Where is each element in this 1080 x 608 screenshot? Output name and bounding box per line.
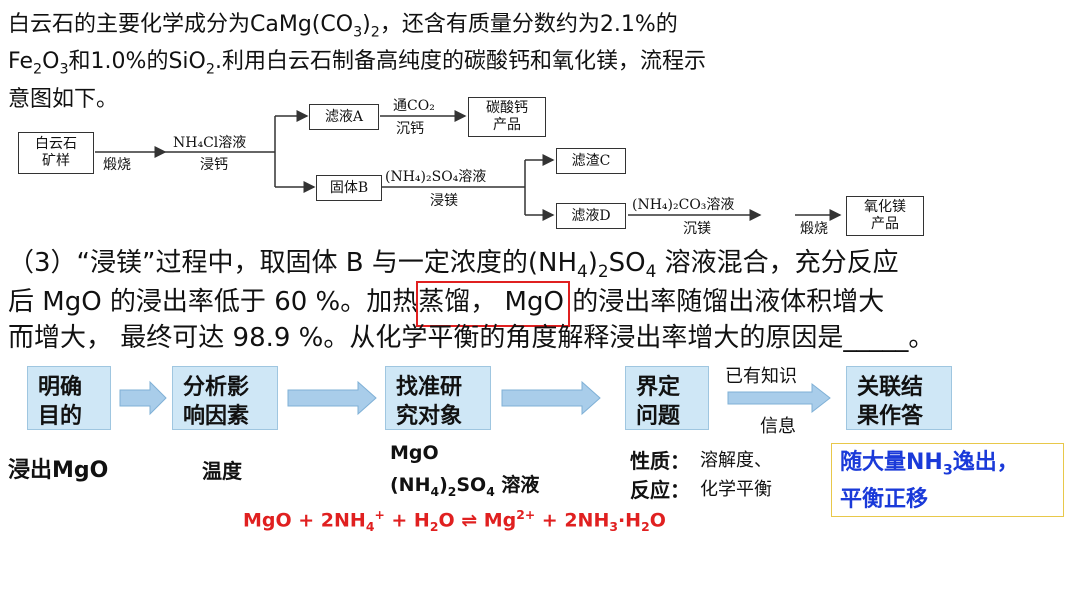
ore-line-1: 白云石 xyxy=(35,136,77,152)
arrow-1-icon xyxy=(119,380,167,416)
mgo-product-box: 氧化镁产品 xyxy=(846,196,924,236)
solid-b-box: 固体B xyxy=(316,175,382,201)
step-answer-l1: 关联结 xyxy=(857,375,924,400)
precip-ca-label: 沉钙 xyxy=(396,121,424,137)
intro-paragraph: 白云石的主要化学成分为CaMg(CO3)2，还含有质量分数约为2.1%的 Fe2… xyxy=(8,10,706,114)
highlight-box xyxy=(416,281,570,327)
answer-line-2: 平衡正移 xyxy=(840,487,929,513)
step-factors-l2: 响因素 xyxy=(183,404,250,429)
intro-line-1: 白云石的主要化学成分为CaMg(CO3)2，还含有质量分数约为2.1%的 xyxy=(8,12,678,41)
step-answer: 关联结果作答 xyxy=(846,366,952,430)
filtrate-d-box: 滤液D xyxy=(556,203,626,229)
mgo-line-2: 产品 xyxy=(871,216,899,232)
caco3-product-box: 碳酸钙产品 xyxy=(468,97,546,137)
purpose-label: 浸出MgO xyxy=(8,458,109,483)
object-label-2: (NH4)2SO4 溶液 xyxy=(390,474,540,499)
step-object-l2: 究对象 xyxy=(396,404,463,429)
calcine-label: 煅烧 xyxy=(103,157,131,173)
answer-box: 随大量NH3逸出， 平衡正移 xyxy=(831,443,1064,517)
highlight-text: 加热蒸馏， xyxy=(366,287,497,317)
intro-line-3: 意图如下。 xyxy=(8,86,119,112)
nh4co3-label: (NH₄)₂CO₃溶液 xyxy=(632,197,735,213)
co2-label: 通CO₂ xyxy=(393,98,435,114)
step-define-l2: 问题 xyxy=(636,404,681,429)
step-object-l1: 找准研 xyxy=(396,375,463,400)
reaction-value: 化学平衡 xyxy=(700,479,772,500)
step-define-l1: 界定 xyxy=(636,375,681,400)
reaction-key: 反应： xyxy=(630,478,690,502)
arrow-3-icon xyxy=(501,380,601,416)
leach-mg-label: 浸镁 xyxy=(430,193,458,209)
intro-line-2: Fe2O3和1.0%的SiO2.利用白云石制备高纯度的碳酸钙和氧化镁，流程示 xyxy=(8,49,706,78)
factor-label: 温度 xyxy=(202,459,242,483)
arrow-4-icon xyxy=(727,382,831,414)
step-factors: 分析影响因素 xyxy=(172,366,278,430)
step-define: 界定问题 xyxy=(625,366,709,430)
flow-arrows xyxy=(95,110,842,221)
ore-sample-box: 白云石矿样 xyxy=(18,132,94,174)
step-purpose-l2: 目的 xyxy=(38,404,83,429)
property-value: 溶解度、 xyxy=(700,450,772,471)
mgo-line-1: 氧化镁 xyxy=(864,199,906,215)
calcine2-label: 煅烧 xyxy=(800,221,828,237)
caco3-line-2: 产品 xyxy=(493,117,521,133)
object-label-1: MgO xyxy=(390,442,439,464)
residue-c-box: 滤渣C xyxy=(556,148,626,174)
step-factors-l1: 分析影 xyxy=(183,375,250,400)
info-note: 信息 xyxy=(760,416,796,437)
step-purpose-l1: 明确 xyxy=(38,375,83,400)
question-line-1: （3）“浸镁”过程中，取固体 B 与一定浓度的(NH4)2SO4 溶液混合，充分… xyxy=(8,248,899,282)
filtrate-a-box: 滤液A xyxy=(309,104,379,130)
caco3-line-1: 碳酸钙 xyxy=(486,100,528,116)
step-object: 找准研究对象 xyxy=(385,366,491,430)
arrow-2-icon xyxy=(287,380,377,416)
nh4so4-label: (NH₄)₂SO₄溶液 xyxy=(385,169,487,185)
precip-mg-label: 沉镁 xyxy=(683,221,711,237)
answer-line-1: 随大量NH3逸出， xyxy=(840,450,1019,479)
step-purpose: 明确目的 xyxy=(27,366,111,430)
question-line-3: 而增大， 最终可达 98.9 %。从化学平衡的角度解释浸出率增大的原因是____… xyxy=(8,323,935,353)
ore-line-2: 矿样 xyxy=(42,153,70,169)
property-key: 性质： xyxy=(630,449,690,473)
known-knowledge-note: 已有知识 xyxy=(725,366,797,387)
leach-ca-label: 浸钙 xyxy=(200,157,228,173)
question-line-2: 后 MgO 的浸出率低于 60 %。加热蒸馏， MgO 的浸出率随馏出液体积增大 xyxy=(8,287,885,317)
nh4cl-label: NH₄Cl溶液 xyxy=(173,135,247,151)
equilibrium-equation: MgO + 2NH4+ + H2O ⇌ Mg2+ + 2NH3·H2O xyxy=(243,508,666,535)
step-arrows xyxy=(119,380,831,416)
step-answer-l2: 果作答 xyxy=(857,404,924,429)
